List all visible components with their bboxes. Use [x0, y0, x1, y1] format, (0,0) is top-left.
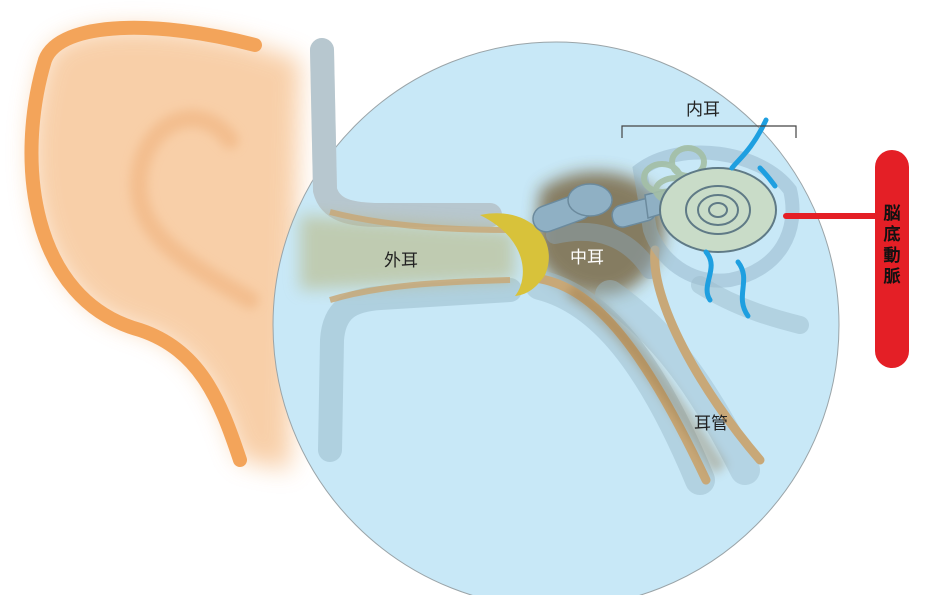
ear-canal [300, 209, 515, 303]
head-contour [310, 38, 522, 462]
inner-ear-halo [632, 145, 800, 288]
eardrum [480, 213, 549, 296]
cochlea [659, 167, 777, 253]
basilar-artery-label: 脳 底 動 脈 [883, 204, 901, 287]
outer-ear-label: 外耳 [384, 251, 418, 271]
inner-ear-label: 内耳 [686, 100, 720, 120]
eustachian-tube-label: 耳管 [694, 414, 728, 434]
middle-ear-label: 中耳 [570, 248, 604, 268]
eustachian-tube [525, 245, 765, 495]
basilar-artery [783, 150, 909, 368]
inner-ear-bracket [621, 125, 797, 138]
auricle [24, 20, 301, 470]
nerves [703, 117, 778, 319]
